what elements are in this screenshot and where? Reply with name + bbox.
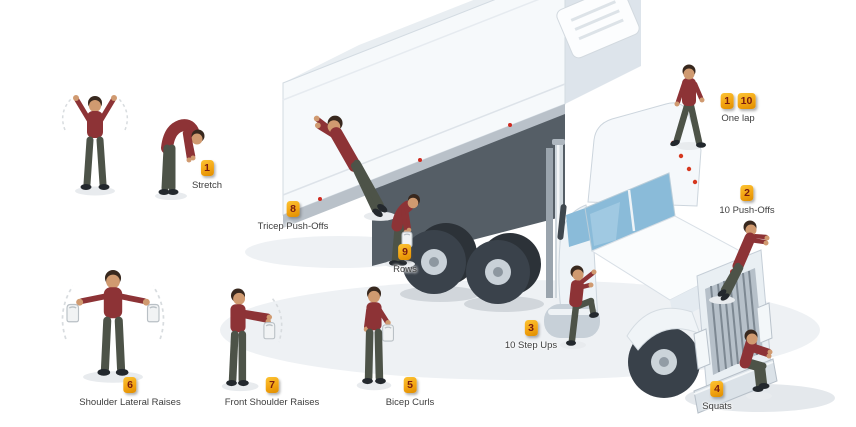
station-rows: 9 Rows — [393, 244, 417, 275]
station-squats: 4 Squats — [702, 381, 732, 412]
station-number-badge: 7 — [265, 377, 279, 393]
figure-one-lap — [670, 64, 706, 150]
station-badge-row: 1 10 — [720, 93, 756, 109]
figure-stretch-arms-up — [61, 95, 129, 196]
trailer-skirt — [283, 104, 565, 228]
station-number-badge: 2 — [740, 185, 754, 201]
station-label: One lap — [721, 113, 755, 124]
station-push-offs: 2 10 Push-Offs — [719, 185, 775, 216]
station-one-lap: 1 10 One lap — [720, 93, 756, 124]
figure-tricep-push-offs — [313, 115, 397, 221]
station-number-badge: 1 — [720, 93, 734, 109]
chassis-shadow — [372, 114, 565, 266]
station-step-ups: 3 10 Step Ups — [505, 320, 557, 351]
station-label: Front Shoulder Raises — [224, 397, 320, 408]
water-jug — [66, 303, 80, 323]
station-number-badge: 10 — [737, 93, 756, 109]
trailer-marker-light — [318, 197, 322, 201]
station-label: 10 Step Ups — [504, 340, 558, 351]
station-label: Squats — [702, 401, 732, 412]
side-mirror — [557, 204, 567, 240]
trailer-marker-light — [508, 123, 512, 127]
side-window — [566, 207, 591, 247]
station-shoulder-lateral-raises: 6 Shoulder Lateral Raises — [79, 377, 181, 408]
station-number-badge: 3 — [524, 320, 538, 336]
station-label: Stretch — [191, 180, 223, 191]
figure-front-shoulder-raises — [221, 288, 283, 392]
exhaust-stack — [546, 139, 565, 298]
figure-step-ups — [560, 265, 599, 349]
station-front-shoulder-raises: 7 Front Shoulder Raises — [224, 377, 320, 408]
water-jug — [381, 324, 395, 342]
station-number-badge: 5 — [403, 377, 417, 393]
water-jug — [146, 303, 160, 323]
station-label: Shoulder Lateral Raises — [79, 397, 181, 408]
headlight — [693, 328, 711, 370]
station-stretch: 1 Stretch — [192, 160, 222, 191]
station-bicep-curls: 5 Bicep Curls — [385, 377, 435, 408]
station-number-badge: 6 — [123, 377, 137, 393]
station-label: Rows — [393, 264, 417, 275]
station-number-badge: 1 — [200, 160, 214, 176]
station-tricep-push-offs: 8 Tricep Push-Offs — [257, 201, 329, 232]
station-label: Tricep Push-Offs — [257, 221, 329, 232]
trailer-marker-light — [418, 158, 422, 162]
station-number-badge: 4 — [710, 381, 724, 397]
station-number-badge: 9 — [398, 244, 412, 260]
figure-bicep-curls — [356, 286, 395, 391]
station-label: 10 Push-Offs — [719, 205, 775, 216]
station-label: Bicep Curls — [385, 397, 435, 408]
front-fender — [626, 307, 701, 351]
drive-wheels — [400, 223, 544, 312]
station-number-badge: 8 — [286, 201, 300, 217]
figure-shoulder-lateral-raises — [61, 270, 165, 383]
trailer — [282, 0, 641, 266]
figure-push-offs — [709, 220, 770, 304]
headlight — [756, 302, 773, 344]
figure-stretch-bend — [155, 119, 205, 200]
figure-squats — [739, 329, 773, 400]
reefer-unit — [556, 0, 640, 59]
water-jug — [263, 321, 276, 340]
